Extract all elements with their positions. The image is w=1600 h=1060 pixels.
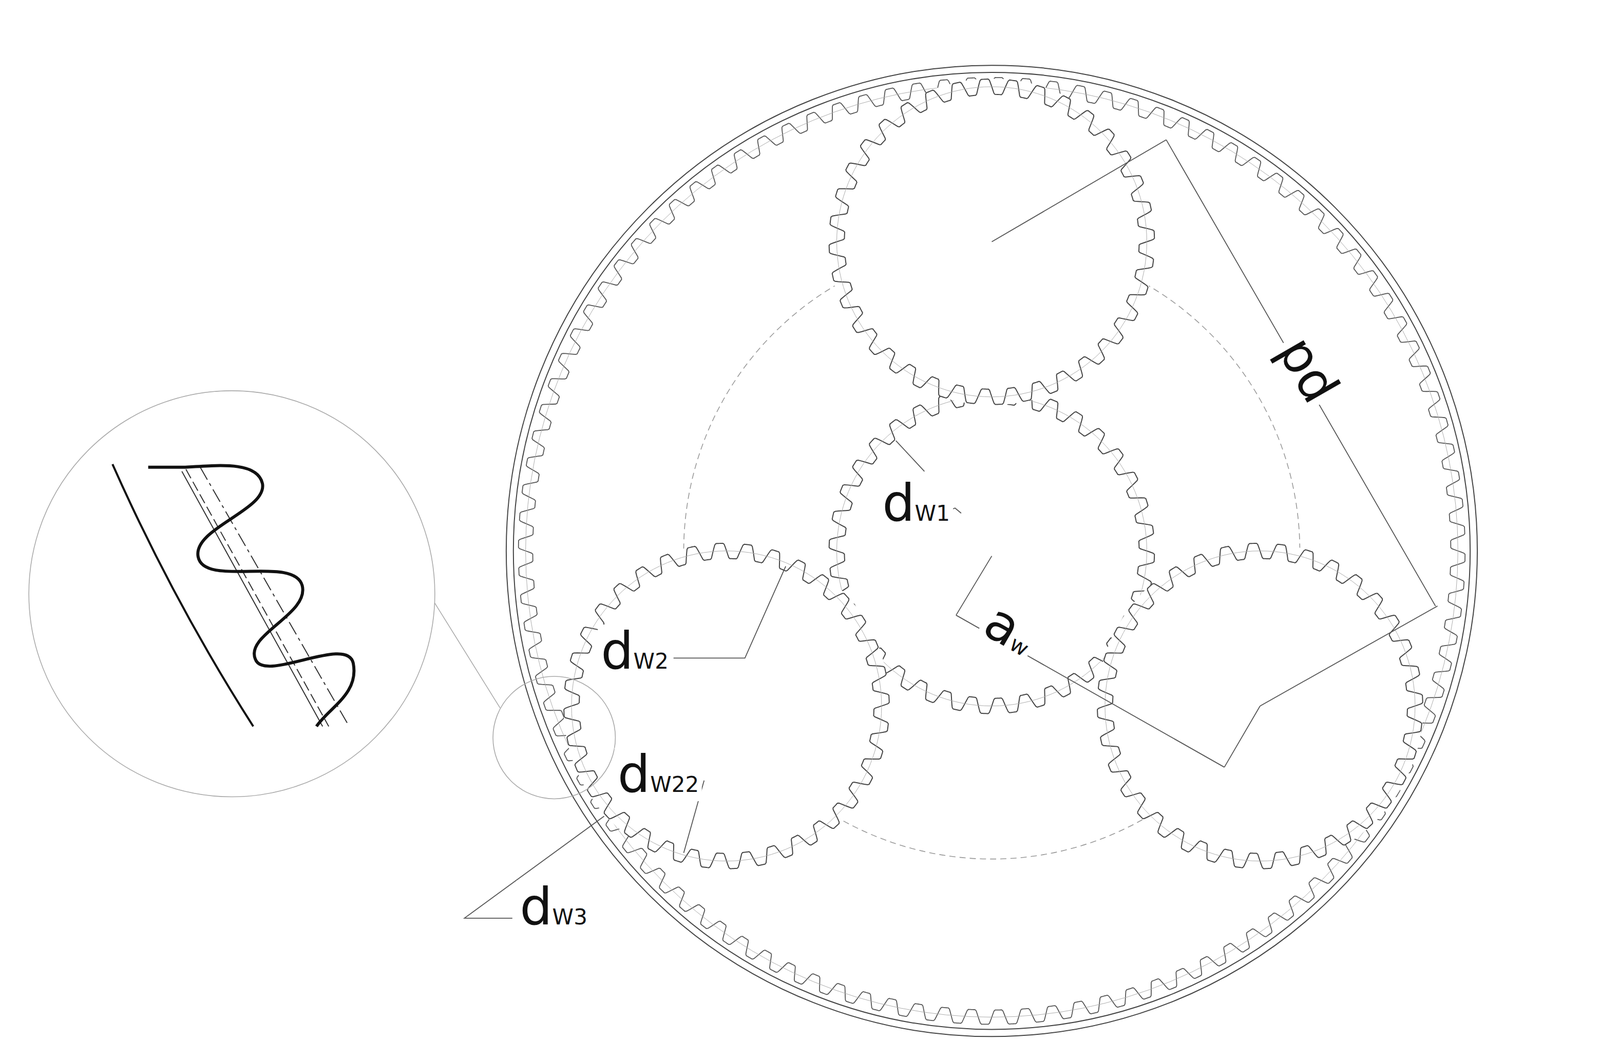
extension-line <box>956 556 993 616</box>
detail-marker <box>492 676 616 799</box>
extension-line <box>1224 706 1261 768</box>
ring-outer-edge <box>112 464 254 727</box>
pitch-line <box>185 469 329 727</box>
leader-line <box>896 440 925 472</box>
gear-set <box>506 65 1478 1037</box>
diameter-label: dW1 <box>879 476 954 530</box>
planet-gear <box>563 543 890 869</box>
extension-line <box>1260 605 1438 707</box>
planet-gear-ground <box>563 542 890 870</box>
pitch-circle <box>836 395 1148 707</box>
diameter-label: dW3 <box>516 880 591 934</box>
dimension-line <box>1166 139 1436 606</box>
pitch-circle <box>1105 550 1416 862</box>
tooth-profile <box>148 465 355 727</box>
pitch-line <box>200 467 350 727</box>
ring-gear-teeth <box>518 77 1465 1024</box>
ring-rim <box>506 65 1478 1037</box>
planet-gear <box>1097 543 1423 869</box>
leader-line <box>673 566 787 659</box>
extension-line <box>991 139 1167 242</box>
detail-leader <box>432 599 501 709</box>
diameter-label: dW2 <box>597 624 672 678</box>
detail-callout <box>28 390 616 799</box>
ring-rim <box>513 72 1471 1030</box>
dimension-lines <box>464 139 1438 919</box>
dimension-label: pd <box>1267 325 1350 414</box>
planet-gear-ground <box>1096 542 1424 870</box>
pitch-circle <box>571 550 882 862</box>
diameter-label: dW22 <box>614 747 702 802</box>
detail-circle <box>28 390 435 797</box>
